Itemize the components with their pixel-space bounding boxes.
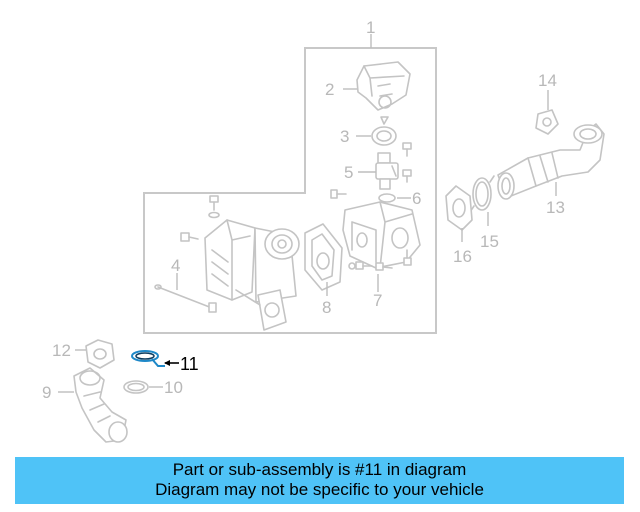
callout-4[interactable]: 4 <box>171 256 180 275</box>
parts-diagram: 1 2 3 5 6 <box>42 18 605 443</box>
part-16-flange[interactable] <box>445 185 473 231</box>
bolt <box>348 249 412 271</box>
banner-line-1: Part or sub-assembly is #11 in diagram <box>172 460 467 479</box>
part-4-rod[interactable] <box>154 284 217 313</box>
callout-7[interactable]: 7 <box>373 291 382 310</box>
part-6-o-ring[interactable] <box>378 193 396 203</box>
callout-10[interactable]: 10 <box>164 378 183 397</box>
callout-14[interactable]: 14 <box>538 71 557 90</box>
callout-16[interactable]: 16 <box>453 247 472 266</box>
callout-3[interactable]: 3 <box>340 127 349 146</box>
part-13-pipe[interactable] <box>497 123 605 200</box>
callout-13[interactable]: 13 <box>546 198 565 217</box>
callout-9[interactable]: 9 <box>42 383 51 402</box>
assembly-boundary <box>143 47 437 334</box>
callout-5[interactable]: 5 <box>344 163 353 182</box>
part-2-actuator[interactable] <box>356 61 411 111</box>
banner-line-2: Diagram may not be specific to your vehi… <box>155 480 484 499</box>
part-7-housing[interactable] <box>342 201 421 269</box>
callout-6[interactable]: 6 <box>412 189 421 208</box>
part-14-flange[interactable] <box>535 109 559 135</box>
callout-1[interactable]: 1 <box>366 18 375 37</box>
callout-11-arrow <box>164 360 170 366</box>
callout-2[interactable]: 2 <box>325 80 334 99</box>
part-12-gasket[interactable] <box>85 339 115 369</box>
part-8-gasket[interactable] <box>304 223 343 291</box>
bolt <box>330 142 412 199</box>
callout-15[interactable]: 15 <box>480 232 499 251</box>
info-banner: Part or sub-assembly is #11 in diagram D… <box>15 457 624 504</box>
callout-11[interactable]: 11 <box>180 354 199 374</box>
part-9-pipe[interactable] <box>73 367 128 443</box>
callout-12[interactable]: 12 <box>52 341 71 360</box>
part-10-gasket[interactable] <box>123 380 149 394</box>
bolt <box>180 195 220 242</box>
part-5-sensor[interactable] <box>375 152 399 190</box>
part-15-clamp[interactable] <box>469 175 495 213</box>
egr-cooler[interactable] <box>204 219 300 331</box>
callout-8[interactable]: 8 <box>322 298 331 317</box>
part-3-seal[interactable] <box>371 116 397 146</box>
part-11-seal[interactable] <box>131 350 165 367</box>
